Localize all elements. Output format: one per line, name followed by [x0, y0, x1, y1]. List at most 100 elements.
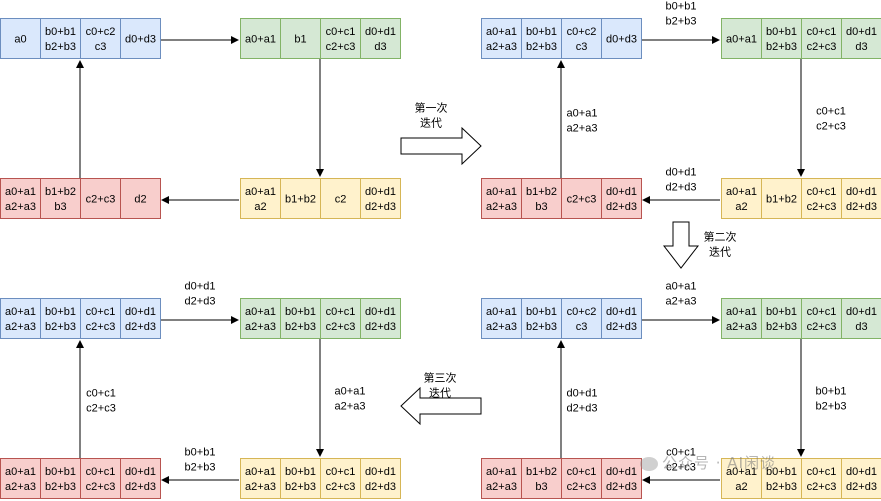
chunk-cell: c0+c2 c3 [561, 18, 602, 59]
text-line: c2+c3 [86, 194, 116, 206]
chunk-box [40, 298, 81, 339]
chunk-box [561, 18, 602, 59]
chunk-box [0, 18, 41, 59]
text-line: c2+c3 [86, 321, 116, 333]
text-line: a0+a1 [486, 466, 517, 478]
chunk-box [521, 178, 562, 219]
text-line: c2+c3 [816, 121, 846, 133]
text-line: c2+c3 [807, 41, 837, 53]
text-line: d0+d1 [606, 186, 637, 198]
text-line: c3 [576, 321, 588, 333]
text-line: a0+a1 [5, 306, 36, 318]
text-line: a2+a3 [486, 201, 517, 213]
chunk-box [280, 178, 321, 219]
chunk-cell: d0+d3 [120, 18, 161, 59]
text-line: b0+b1 [766, 26, 797, 38]
text-line: c2+c3 [567, 481, 597, 493]
text-line: d3 [855, 41, 867, 53]
text-line: c2+c3 [807, 481, 837, 493]
text-line: d0+d1 [846, 26, 877, 38]
text-line: c0+c1 [816, 106, 846, 118]
text-line: b2+b3 [45, 321, 76, 333]
text-line: a2+a3 [486, 41, 517, 53]
text-line: c2+c3 [326, 41, 356, 53]
text-line: c0+c1 [86, 466, 116, 478]
text-line: d0+d3 [125, 34, 156, 46]
text-line: c2 [335, 194, 347, 206]
text-line: b1+b2 [285, 194, 316, 206]
text-line: a2+a3 [486, 481, 517, 493]
chunk-box [360, 298, 401, 339]
chunk-box [481, 178, 522, 219]
chunk-cell: d0+d3 [601, 18, 642, 59]
text-line: c3 [95, 41, 107, 53]
text-line: b0+b1 [45, 26, 76, 38]
panel-iteration-2: a0+a1a2+a3b0+b1b2+b3c0+c2c3d0+d1d2+d3a0+… [481, 281, 881, 499]
text-line: d2+d3 [606, 321, 637, 333]
text-line: a0+a1 [245, 186, 276, 198]
chunk-box [761, 18, 802, 59]
text-line: c2+c3 [326, 321, 356, 333]
chunk-box [521, 18, 562, 59]
text-line: c3 [576, 41, 588, 53]
chunk-cell: c2+c3 [561, 178, 602, 219]
text-line: d0+d1 [666, 167, 697, 179]
text-line: c0+c1 [807, 466, 837, 478]
text-line: d0+d1 [365, 186, 396, 198]
text-line: c0+c1 [326, 466, 356, 478]
text-line: b2+b3 [185, 462, 216, 474]
chunk-cell: a0 [0, 18, 41, 59]
text-line: b0+b1 [766, 306, 797, 318]
chunk-box [801, 298, 842, 339]
text-line: c2+c3 [86, 403, 116, 415]
text-line: a2+a3 [335, 401, 366, 413]
text-line: 迭代 [709, 246, 731, 259]
text-line: b0+b1 [285, 466, 316, 478]
chunk-box [601, 18, 642, 59]
chunk-cell: b1 [280, 18, 321, 59]
text-line: c0+c2 [567, 26, 597, 38]
text-line: c0+c1 [567, 466, 597, 478]
text-line: c0+c2 [567, 306, 597, 318]
text-line: d0+d1 [185, 281, 216, 293]
text-line: c0+c1 [326, 26, 356, 38]
chunk-cell: c2 [320, 178, 361, 219]
chunk-box [761, 458, 802, 499]
chunk-box [240, 458, 281, 499]
text-line: b2+b3 [816, 401, 847, 413]
text-line: 第三次 [424, 371, 457, 385]
text-line: c2+c3 [807, 201, 837, 213]
text-line: a0+a1 [666, 281, 697, 293]
text-line: a0 [14, 34, 26, 46]
text-line: a0+a1 [245, 306, 276, 318]
text-line: b3 [535, 201, 547, 213]
wechat-icon [640, 456, 658, 471]
text-line: a0+a1 [726, 186, 757, 198]
